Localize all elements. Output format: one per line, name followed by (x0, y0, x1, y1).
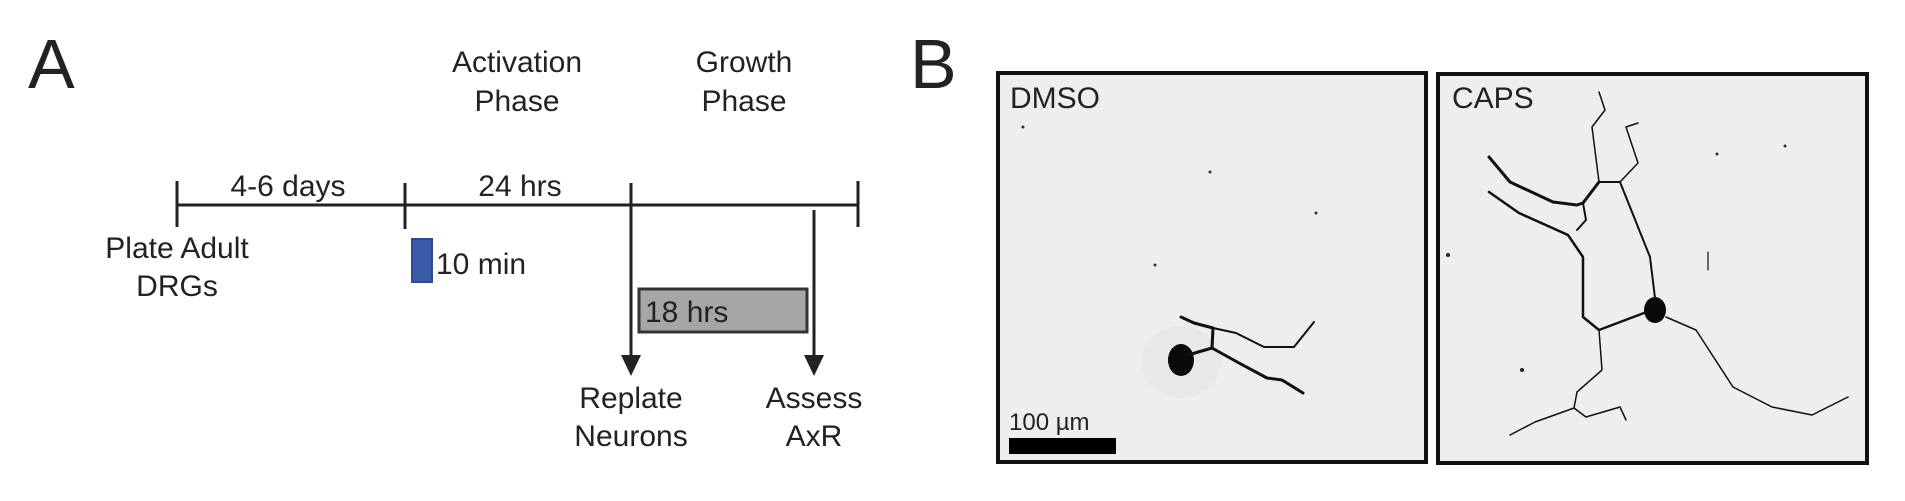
assess-label-1: Assess (766, 382, 863, 415)
panel-a-letter: A (28, 25, 75, 103)
cell-body (1168, 344, 1194, 376)
stimulus-label: 10 min (436, 248, 526, 281)
assess-arrow-icon (804, 210, 824, 376)
growth-phase-label-2: Phase (701, 85, 786, 118)
panel-b-letter: B (910, 25, 957, 103)
activation-phase-label-2: Phase (474, 85, 559, 118)
micrograph-caps: CAPS (1436, 72, 1869, 465)
growth-duration-label: 18 hrs (645, 296, 728, 329)
interval-label-hours: 24 hrs (478, 170, 561, 203)
interval-label-days: 4-6 days (230, 170, 345, 203)
stimulus-bar (411, 238, 433, 283)
cell-body (1644, 297, 1666, 323)
replate-label-2: Neurons (574, 420, 687, 453)
timeline (175, 181, 860, 229)
start-label-2: DRGs (136, 270, 218, 303)
scale-bar (1009, 438, 1116, 454)
condition-label: DMSO (1010, 82, 1100, 115)
replate-arrow-icon (621, 205, 641, 376)
micrograph-dmso: DMSO 100 µm (996, 71, 1428, 464)
scale-bar-label: 100 µm (1009, 409, 1090, 436)
growth-phase-label-1: Growth (696, 46, 793, 79)
growth-duration-box (637, 287, 809, 334)
start-label-1: Plate Adult (105, 232, 249, 265)
replate-label-1: Replate (579, 382, 682, 415)
activation-phase-label-1: Activation (452, 46, 582, 79)
assess-label-2: AxR (786, 420, 843, 453)
condition-label: CAPS (1452, 82, 1534, 115)
